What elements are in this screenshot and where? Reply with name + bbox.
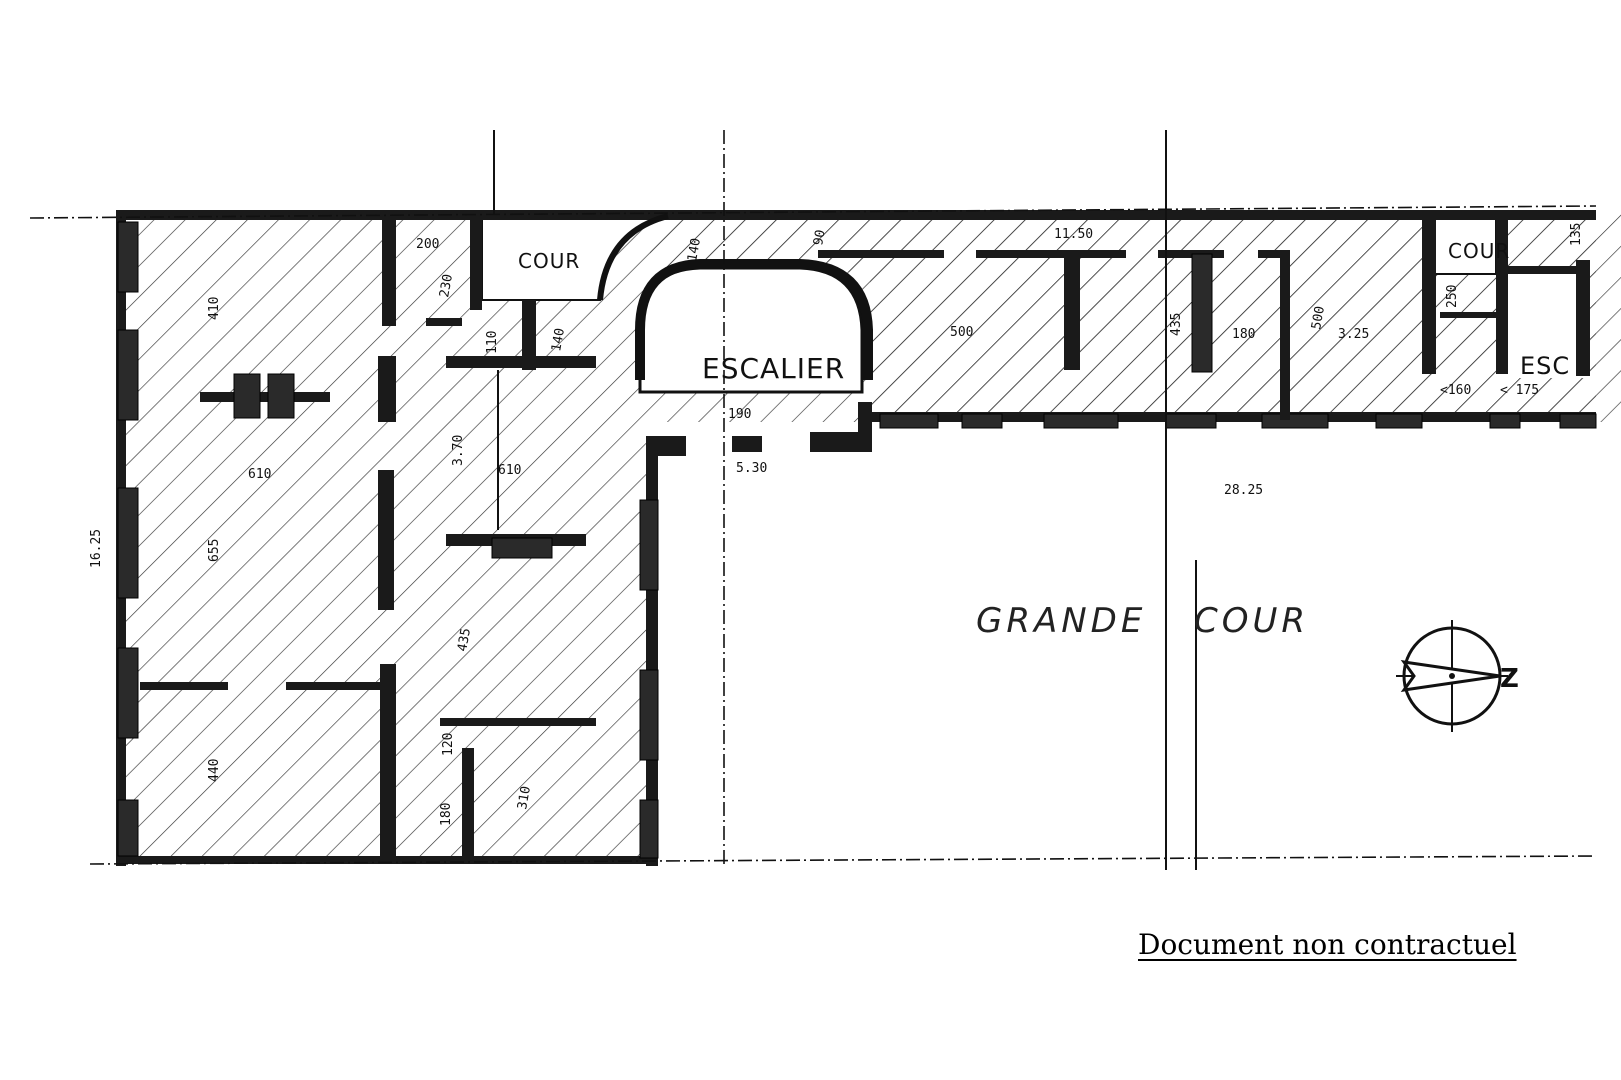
dim-label: 190 [728, 407, 751, 422]
dim-label: 140 [685, 237, 704, 263]
dim-label: 120 [441, 733, 456, 756]
dim-label: 90 [811, 229, 828, 247]
dim-label: 3.70 [451, 435, 466, 466]
dim-label: 5.30 [736, 461, 767, 476]
dim-label: < 175 [1500, 383, 1539, 398]
outer-walls [116, 210, 1597, 866]
dim-label: 410 [207, 297, 222, 320]
dimension-labels: 16.25 410 610 655 440 200 230 3.70 610 4… [89, 223, 1584, 826]
dim-label: 180 [1232, 327, 1255, 342]
dim-label: 250 [1445, 285, 1460, 308]
dim-label: 180 [439, 803, 454, 826]
esc-label: ESC [1520, 352, 1570, 380]
dim-label: 500 [950, 325, 973, 340]
interior-walls-right [818, 214, 1590, 420]
dim-label: 435 [455, 627, 474, 653]
courtyard-curve-wall [597, 213, 669, 301]
compass-north-letter: Z [1500, 664, 1520, 694]
interior-walls-left [140, 220, 596, 860]
grande-label: GRANDE [976, 601, 1146, 641]
dim-label: 500 [1309, 305, 1328, 331]
dim-label: 135 [1569, 223, 1584, 246]
dim-label: 200 [416, 237, 439, 252]
dim-label: <160 [1440, 383, 1471, 398]
dim-label: 3.25 [1338, 327, 1369, 342]
dim-label: 28.25 [1224, 483, 1263, 498]
dim-label: 230 [437, 273, 456, 299]
dim-label: 610 [498, 463, 521, 478]
dim-label: 140 [549, 327, 568, 353]
cour-left-label: COUR [518, 249, 580, 273]
axis-lines [29, 130, 1597, 870]
hatched-zones [120, 212, 1621, 862]
cour-big-label: COUR [1194, 601, 1309, 641]
disclaimer-text: Document non contractuel [1138, 928, 1517, 961]
dim-label: 440 [207, 759, 222, 782]
stair-wall [635, 259, 873, 380]
dim-label: 655 [207, 539, 222, 562]
esc-area [1500, 268, 1586, 378]
dim-label: 310 [515, 785, 534, 811]
escalier-label: ESCALIER [702, 352, 845, 385]
dim-label: 110 [485, 331, 500, 354]
dim-label: 16.25 [89, 529, 104, 568]
cour-right-label: COUR [1448, 239, 1510, 263]
dim-label: 610 [248, 467, 271, 482]
dim-label: 11.50 [1054, 227, 1093, 242]
compass [1396, 620, 1508, 732]
dim-label: 435 [1169, 313, 1184, 336]
